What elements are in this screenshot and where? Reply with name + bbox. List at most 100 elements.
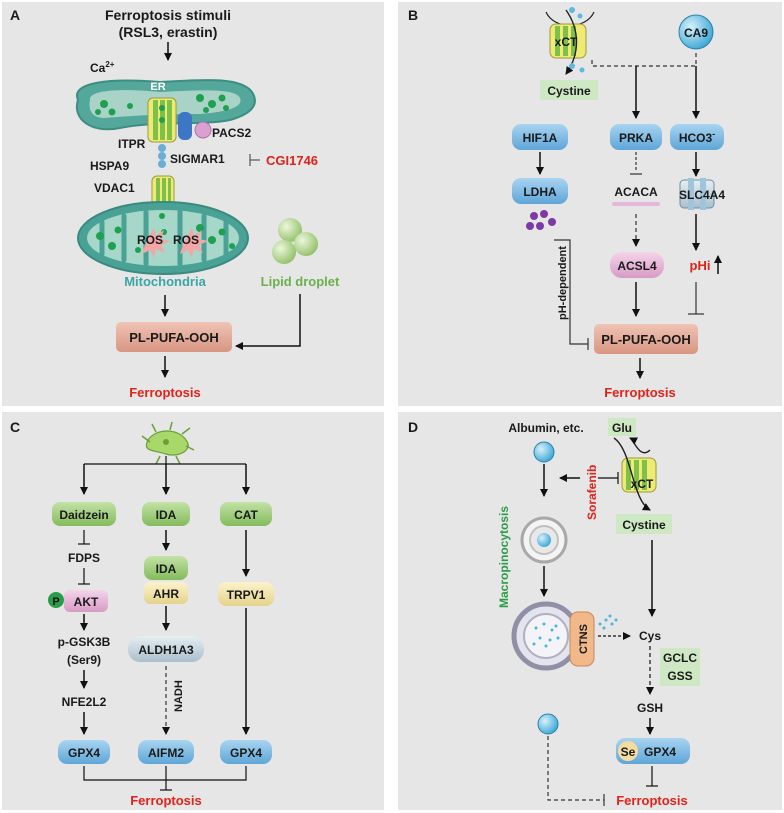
ahr-box [144, 582, 188, 604]
hif1a-box [512, 124, 568, 150]
cgi1746-inhibitor: CGI1746 [266, 153, 318, 168]
nfe2l2-label: NFE2L2 [62, 695, 107, 709]
pacs2-label: PACS2 [212, 126, 251, 140]
acaca-label: ACACA [614, 185, 658, 199]
hco3-label: HCO3- [679, 129, 715, 145]
phospho-group-icon [48, 592, 64, 608]
gpx4-label-d: GPX4 [644, 745, 676, 759]
xct-label-d: xCT [631, 477, 654, 491]
panel-b: B xCT Cystine CA9 HIF1A PRKA HCO3- LDHA [398, 2, 782, 406]
panel-a-letter: A [10, 7, 20, 23]
macropinosome-icon [520, 516, 568, 564]
ida-box [142, 502, 190, 526]
hco3-box [670, 124, 724, 150]
ldha-label: LDHA [523, 185, 557, 199]
sorafenib-label: Sorafenib [585, 465, 599, 520]
cystine-particle-icon [537, 713, 559, 735]
calcium-label: Ca2+ [90, 60, 115, 75]
mitochondrion-icon [77, 201, 249, 275]
lipid-droplet-icon [272, 218, 318, 264]
slc4a4-transporter-icon [679, 178, 715, 210]
panel-b-letter: B [408, 7, 418, 23]
cat-label: CAT [234, 508, 258, 522]
hspa9-label: HSPA9 [90, 159, 129, 173]
nadh-label: NADH [173, 680, 185, 712]
ldha-box [512, 178, 568, 204]
ida-label: IDA [156, 508, 177, 522]
ros-label-1: ROS [137, 233, 163, 247]
panel-a: A Ferroptosis stimuli (RSL3, erastin) Ca… [2, 2, 384, 406]
hif1a-label: HIF1A [523, 131, 558, 145]
ca9-enzyme-icon [678, 14, 714, 50]
ctns-transporter-icon [569, 611, 595, 667]
ferroptosis-label-d: Ferroptosis [616, 793, 688, 808]
cystine-box-b [540, 80, 598, 100]
cys-label: Cys [639, 629, 661, 643]
panel-d-background [398, 412, 782, 810]
trpv1-box [218, 582, 274, 606]
acaca-underline [612, 202, 660, 206]
ferroptosis-label-b: Ferroptosis [604, 385, 676, 400]
ph-dependent-label: pH-dependent [557, 246, 569, 320]
gpx4-box-right [220, 740, 272, 764]
cystine-label-b: Cystine [547, 84, 591, 98]
hspa9-chain [158, 144, 166, 168]
panel-d-letter: D [408, 419, 418, 435]
gclc-gss-box [660, 648, 700, 686]
stimuli-subtitle: (RSL3, erastin) [119, 24, 218, 40]
gclc-label: GCLC [663, 651, 697, 665]
ida-receptor-label: IDA [156, 562, 177, 576]
sigmar1-protein-icon [178, 112, 192, 140]
selenium-icon [618, 741, 638, 761]
acsl4-label: ACSL4 [617, 259, 657, 273]
panel-d: D Albumin, etc. Glu xCT Sorafenib Cystin… [398, 412, 782, 810]
daidzein-label: Daidzein [59, 508, 108, 522]
itpr-label: ITPR [118, 137, 146, 151]
panel-c-letter: C [10, 419, 20, 435]
gpx4-box-left [58, 740, 110, 764]
cys-efflux-dots [598, 614, 618, 630]
prka-box [610, 124, 662, 150]
macropinocytosis-label: Macropinocytosis [497, 506, 511, 608]
aldh1a3-label: ALDH1A3 [138, 643, 194, 657]
panel-b-background [398, 2, 782, 406]
itpr-channel-icon [147, 97, 177, 143]
aifm2-box [138, 740, 194, 764]
ctns-label: CTNS [578, 624, 590, 654]
gpx4-label-left: GPX4 [68, 746, 100, 760]
selenium-label: Se [621, 745, 636, 759]
ca9-label: CA9 [684, 26, 708, 40]
albumin-icon [533, 441, 555, 463]
panel-c: C Daidzein IDA CAT FDPS IDA AHR TRPV1 P [2, 412, 384, 810]
prka-label: PRKA [619, 131, 653, 145]
glu-label: Glu [612, 421, 632, 435]
cat-box [220, 502, 272, 526]
trpv1-label: TRPV1 [227, 588, 266, 602]
pacs2-protein-icon [194, 121, 212, 139]
lysosome-icon [511, 601, 581, 671]
cystine-label-d: Cystine [622, 518, 666, 532]
pgsk3b-label: p-GSK3B [58, 635, 111, 649]
gss-label: GSS [667, 669, 692, 683]
ida-receptor-box [144, 556, 188, 580]
phospho-label: P [52, 596, 59, 608]
plpufa-label-a: PL-PUFA-OOH [129, 330, 219, 345]
akt-box [64, 590, 108, 612]
ros-label-2: ROS [173, 233, 199, 247]
albumin-label: Albumin, etc. [508, 421, 583, 435]
xct-label-b: xCT [555, 35, 578, 49]
gsh-label: GSH [637, 701, 663, 715]
ferroptosis-label-a: Ferroptosis [129, 385, 201, 400]
daidzein-box [52, 502, 116, 526]
lipid-droplet-label: Lipid droplet [261, 274, 340, 289]
stimuli-title: Ferroptosis stimuli [105, 7, 231, 23]
cystine-box-d [616, 514, 672, 534]
xct-transporter-icon-d [613, 437, 657, 511]
slc4a4-label: SLC4A4 [679, 188, 725, 202]
plpufa-box-a [116, 322, 232, 352]
phi-label: pHi [690, 258, 711, 273]
plpufa-label-b: PL-PUFA-OOH [601, 332, 691, 347]
acsl4-box [610, 252, 664, 278]
aldh1a3-box [128, 636, 204, 662]
